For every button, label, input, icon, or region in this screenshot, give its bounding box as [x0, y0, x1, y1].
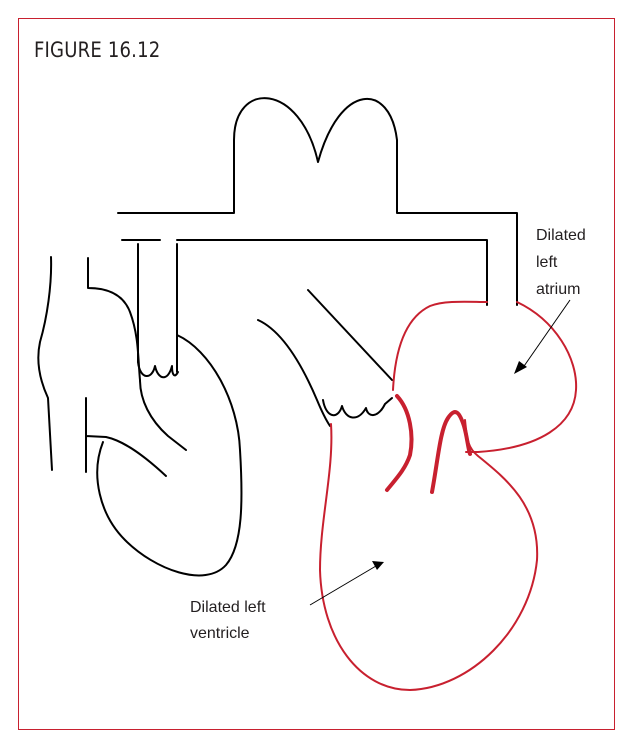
ventricle-arrow-head	[372, 561, 384, 570]
atrium-label-line-3: atrium	[536, 281, 580, 298]
ventricle-label-line-1: Dilated left	[190, 599, 266, 616]
atrium-label-line-2: left	[536, 254, 558, 271]
dilated-chambers	[320, 302, 576, 690]
mitral-valve-right-leaflet	[432, 412, 470, 492]
dilated-left-ventricle	[320, 420, 537, 690]
label-dilated-left-atrium: Dilated left atrium	[536, 227, 586, 298]
pulmonary-trunk-outer	[258, 320, 330, 426]
dilated-left-atrium	[393, 302, 576, 452]
pulmonary-valve-cusps	[323, 398, 392, 418]
ventricle-label-line-2: ventricle	[190, 625, 250, 642]
left-outer-boundary	[38, 257, 52, 470]
atrium-arrow-line	[522, 300, 570, 369]
atrium-label-line-1: Dilated	[536, 227, 586, 244]
right-valve-cusps	[138, 362, 178, 377]
atrium-arrow-head	[514, 361, 527, 374]
mitral-valve-left-leaflet	[387, 396, 411, 490]
normal-heart-outline	[38, 98, 517, 575]
label-dilated-left-ventricle: Dilated left ventricle	[190, 599, 266, 642]
pulmonary-trunk-inner	[308, 290, 392, 380]
